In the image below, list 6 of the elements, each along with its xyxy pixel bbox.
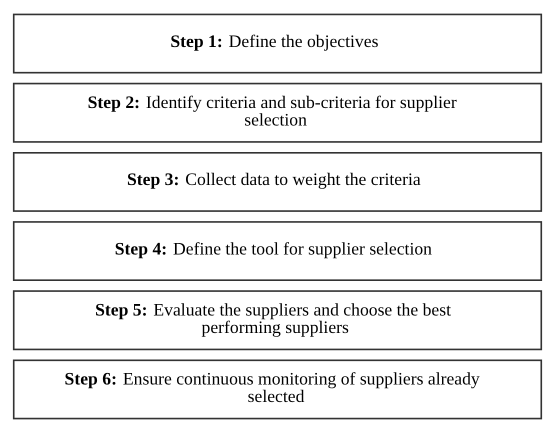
node-box: Step 1: Define the objectives xyxy=(12,13,542,74)
node-box: Step 3: Collect data to weight the criteria xyxy=(12,151,542,212)
node-box: Step 5: Evaluate the suppliers and choose the best performing suppliers xyxy=(12,290,542,350)
node-box: Step 6: Ensure continuous monitoring of suppliers already selected xyxy=(12,358,542,419)
node-box: Step 4: Define the tool for supplier selection xyxy=(12,220,542,281)
node-box: Step 2: Identify criteria and sub-criteria for supplier selection xyxy=(12,82,542,142)
